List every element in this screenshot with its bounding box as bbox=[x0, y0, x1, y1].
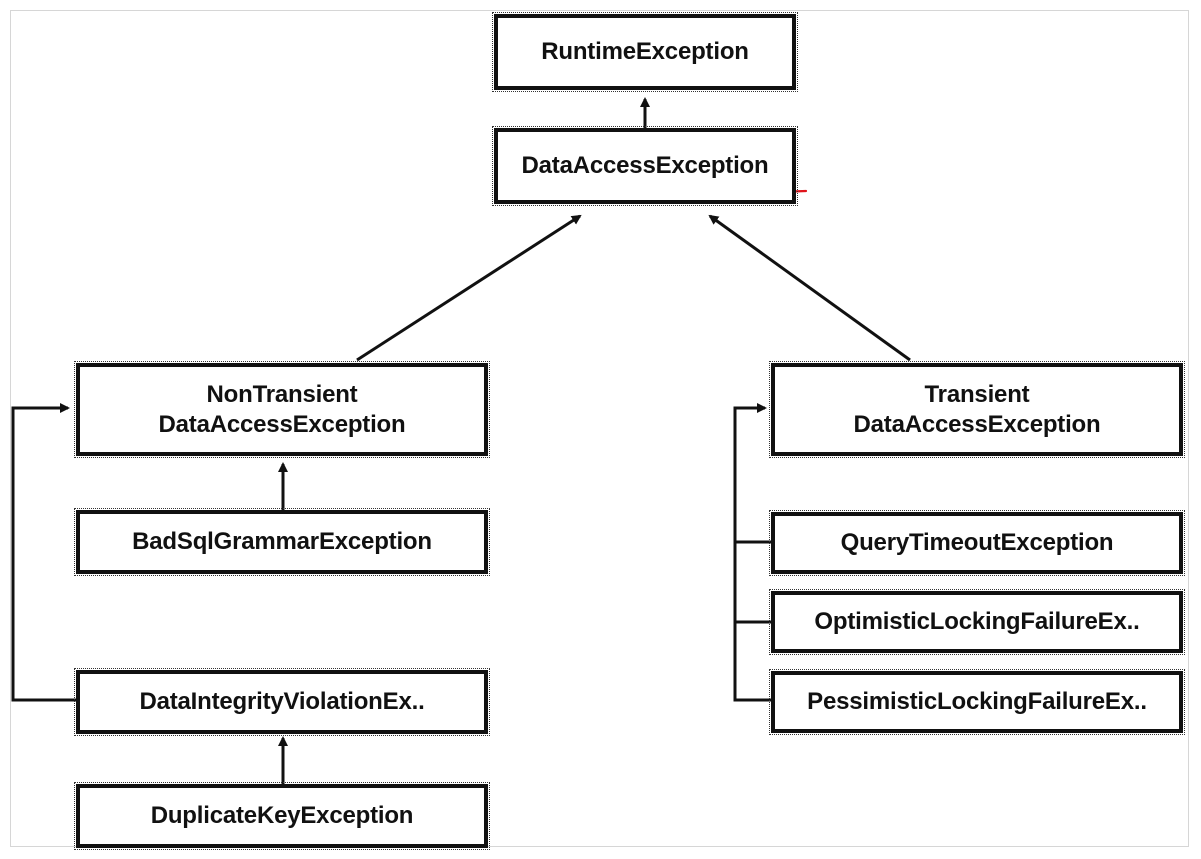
node-label-line2: DataAccessException bbox=[853, 410, 1101, 438]
node-label: PessimisticLockingFailureEx.. bbox=[807, 688, 1147, 715]
node-pessimistic-locking-failure-exception: PessimisticLockingFailureEx.. bbox=[769, 669, 1185, 735]
edge-non-transient-to-data-access bbox=[356, 214, 582, 362]
node-non-transient-data-access-exception: NonTransient DataAccessException bbox=[74, 361, 490, 458]
node-label: DataIntegrityViolationEx.. bbox=[139, 688, 425, 715]
edge-transient-bracket bbox=[733, 403, 771, 702]
node-label-line1: Transient bbox=[924, 380, 1030, 408]
edge-data-integrity-to-non-transient bbox=[11, 403, 76, 702]
node-optimistic-locking-failure-exception: OptimisticLockingFailureEx.. bbox=[769, 589, 1185, 655]
node-label: BadSqlGrammarException bbox=[132, 528, 432, 555]
edge-transient-to-data-access bbox=[708, 214, 911, 362]
node-label: OptimisticLockingFailureEx.. bbox=[814, 608, 1140, 635]
node-duplicate-key-exception: DuplicateKeyException bbox=[74, 782, 490, 850]
node-label-line2: DataAccessException bbox=[158, 410, 406, 438]
node-runtime-exception: RuntimeException bbox=[492, 12, 798, 92]
node-label: RuntimeException bbox=[541, 38, 749, 65]
node-data-integrity-violation-exception: DataIntegrityViolationEx.. bbox=[74, 668, 490, 736]
node-label-line1: NonTransient bbox=[206, 380, 358, 408]
node-query-timeout-exception: QueryTimeoutException bbox=[769, 510, 1185, 576]
node-bad-sql-grammar-exception: BadSqlGrammarException bbox=[74, 508, 490, 576]
node-label: DuplicateKeyException bbox=[150, 802, 414, 829]
node-label: DataAccessException bbox=[521, 152, 769, 179]
node-label: QueryTimeoutException bbox=[840, 529, 1114, 556]
node-transient-data-access-exception: Transient DataAccessException bbox=[769, 361, 1185, 458]
node-data-access-exception: DataAccessException bbox=[492, 126, 798, 206]
